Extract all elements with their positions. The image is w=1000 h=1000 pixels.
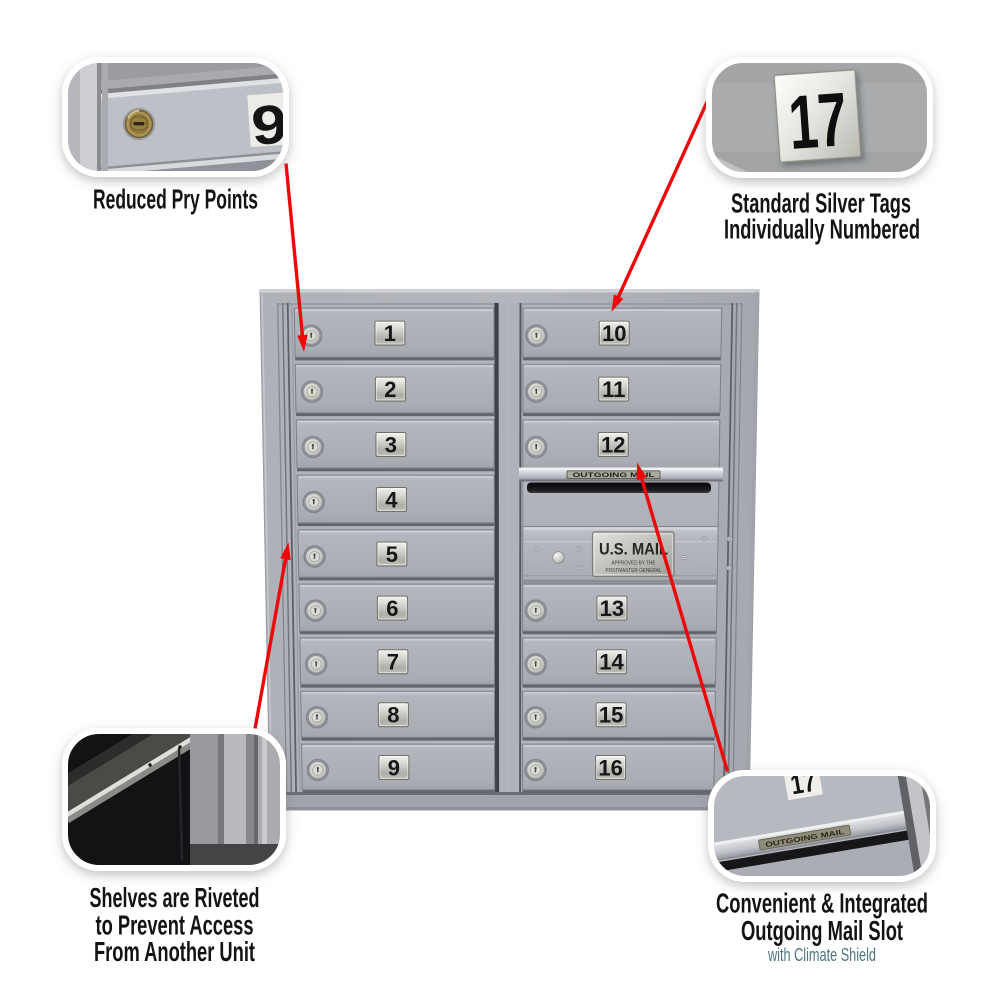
svg-text:1: 1 [384,321,396,346]
svg-text:From Another Unit: From Another Unit [94,936,255,967]
svg-text:10: 10 [602,321,626,346]
svg-text:3: 3 [385,432,397,457]
svg-text:Reduced Pry Points: Reduced Pry Points [93,184,258,215]
svg-text:Outgoing Mail Slot: Outgoing Mail Slot [741,915,903,946]
svg-text:2: 2 [384,377,396,402]
svg-text:9: 9 [388,755,400,780]
svg-text:to Prevent Access: to Prevent Access [96,910,254,941]
svg-text:11: 11 [602,377,625,402]
svg-text:4: 4 [385,487,398,512]
svg-text:8: 8 [387,703,399,728]
svg-text:U.S. MAIL: U.S. MAIL [599,540,668,559]
svg-text:13: 13 [600,596,624,621]
svg-text:17: 17 [786,77,850,166]
svg-text:OUTGOING MAIL: OUTGOING MAIL [573,472,655,479]
svg-text:6: 6 [386,596,398,621]
svg-text:17: 17 [788,766,818,801]
svg-text:POSTMASTER GENERAL: POSTMASTER GENERAL [606,568,662,574]
svg-text:14: 14 [599,650,624,675]
svg-text:Standard Silver Tags: Standard Silver Tags [731,188,911,219]
svg-text:12: 12 [601,432,625,457]
svg-text:Individually Numbered: Individually Numbered [724,214,920,245]
svg-text:9: 9 [249,93,289,157]
svg-text:15: 15 [599,703,623,728]
svg-text:7: 7 [387,650,399,675]
svg-text:APPROVED BY THE: APPROVED BY THE [612,561,656,567]
svg-text:16: 16 [598,755,622,780]
svg-text:Convenient & Integrated: Convenient & Integrated [716,888,928,919]
svg-text:Shelves are Riveted: Shelves are Riveted [90,882,260,913]
svg-text:with Climate Shield: with Climate Shield [767,944,876,965]
svg-text:5: 5 [386,542,398,567]
